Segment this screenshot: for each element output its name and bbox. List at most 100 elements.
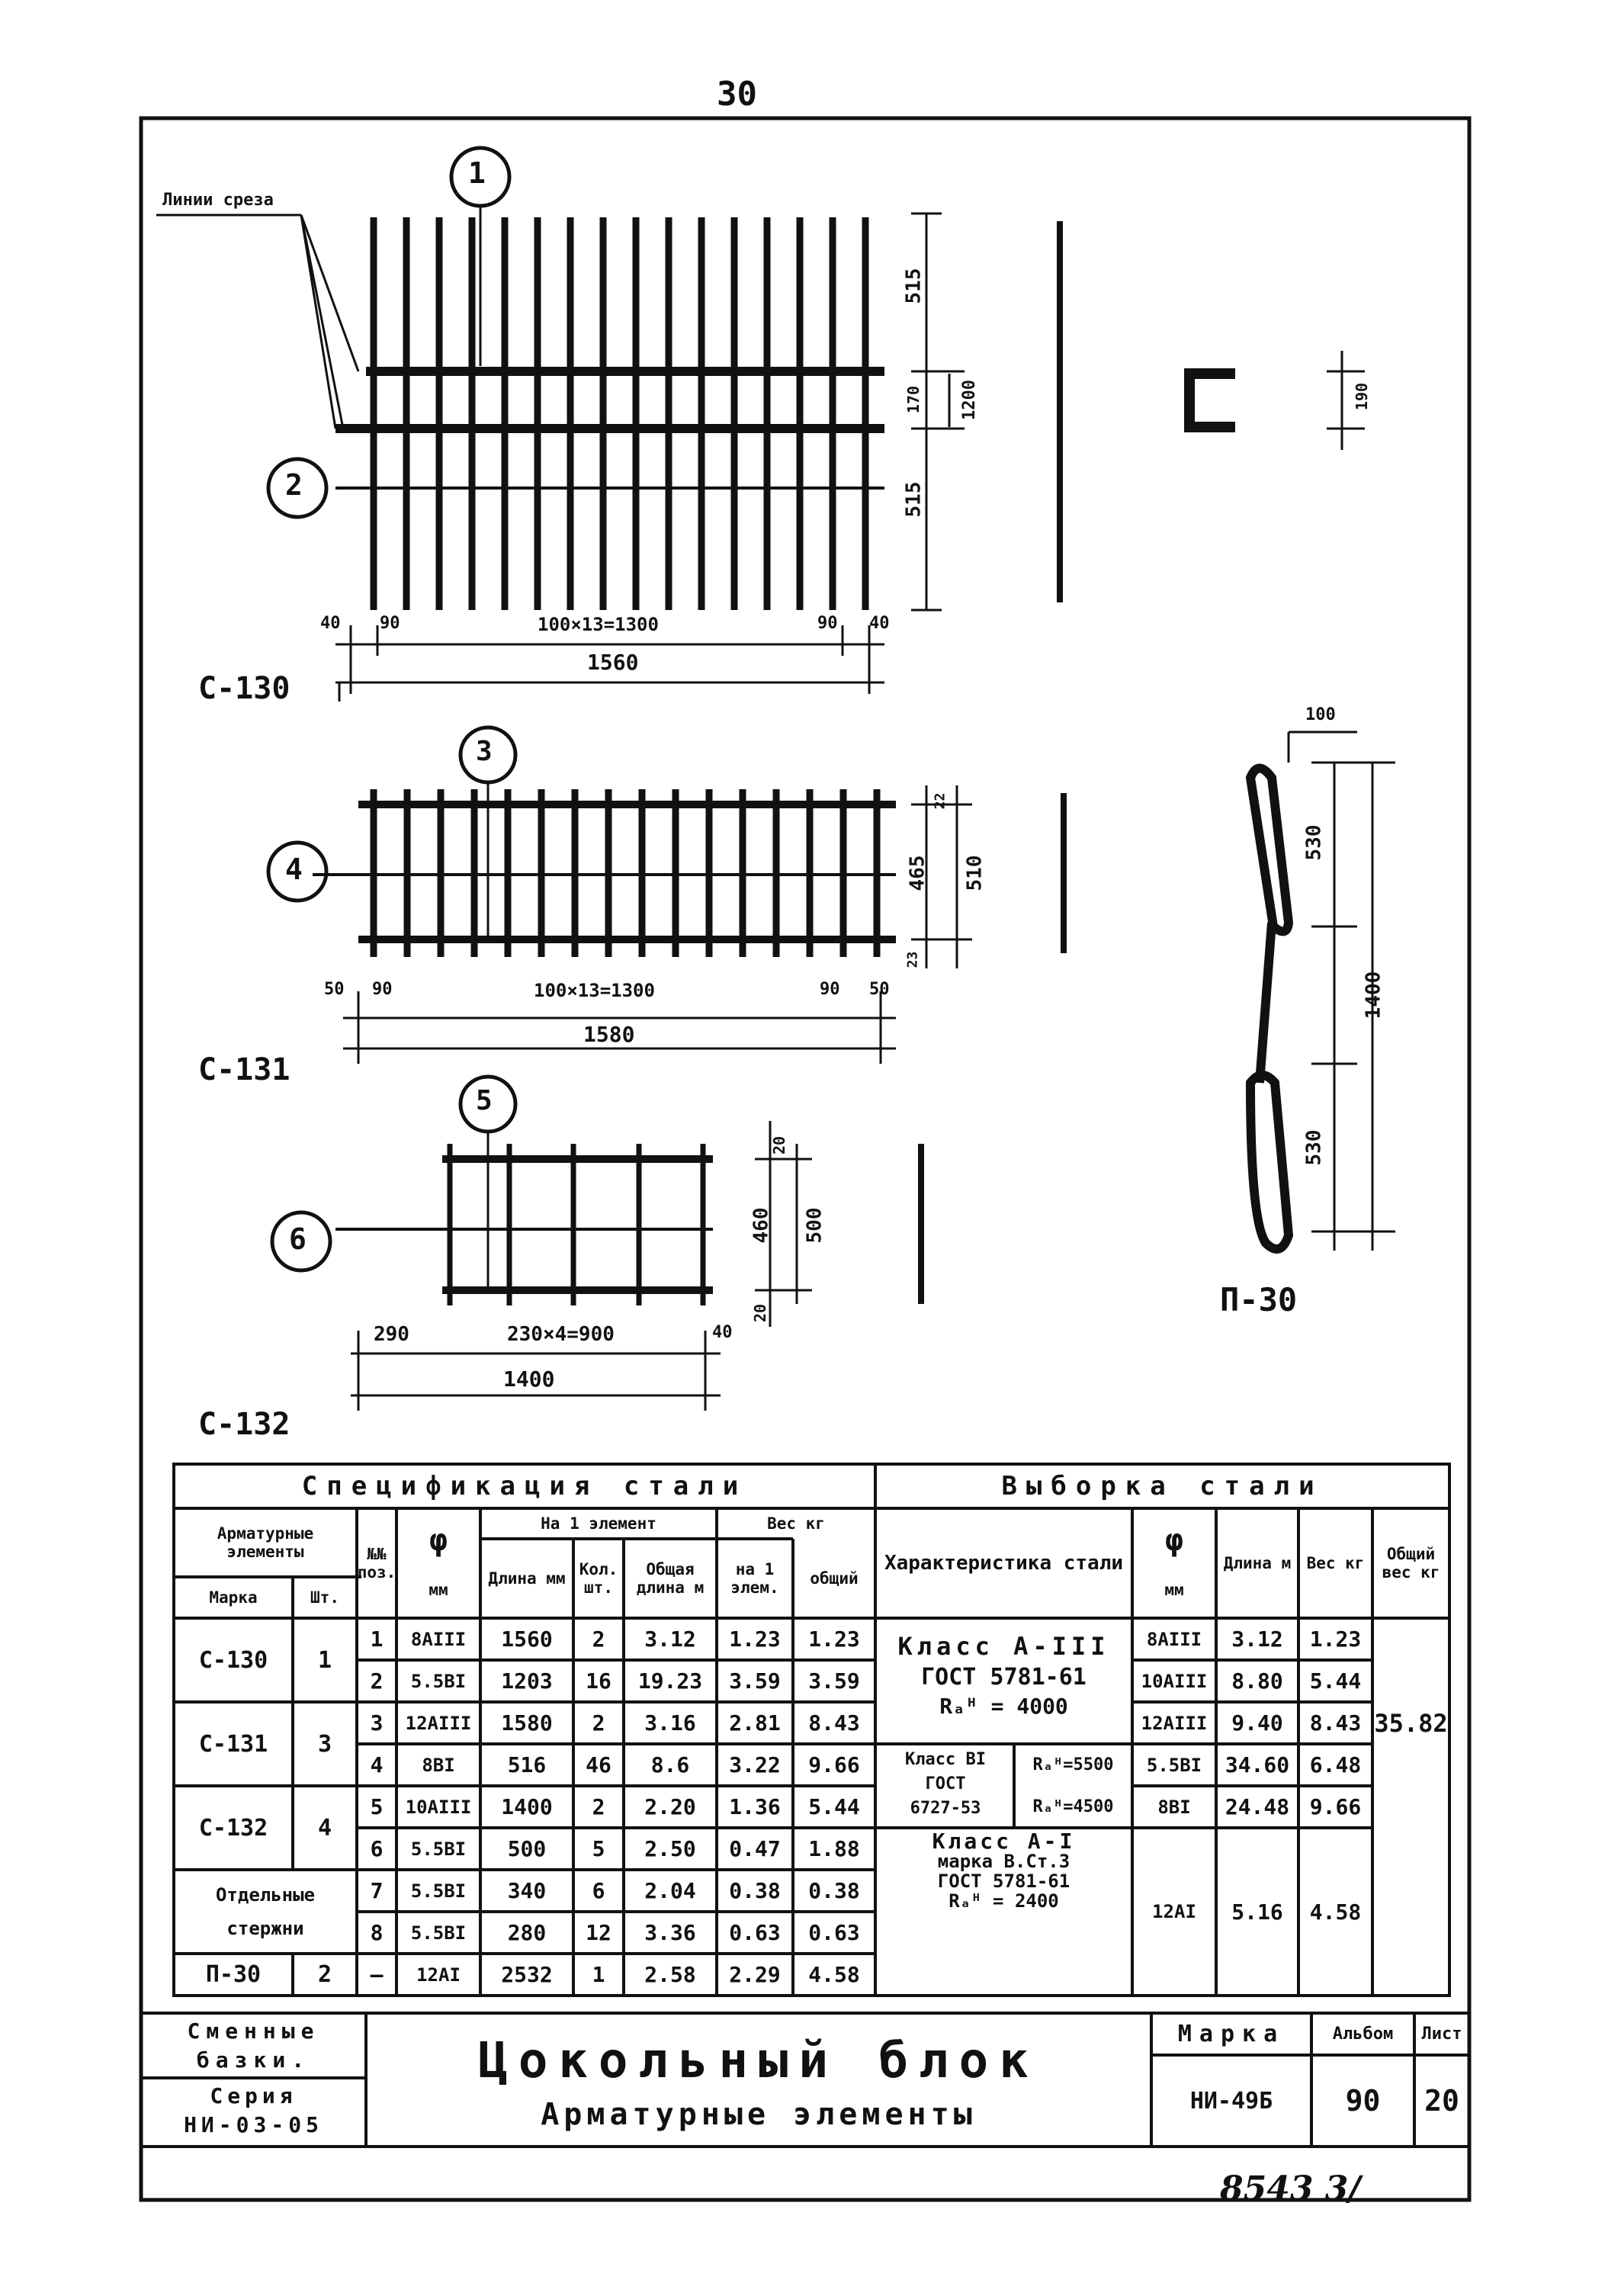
position-2-label: 2 — [285, 468, 303, 502]
position-3-label: 3 — [476, 736, 493, 767]
spec-cell-weight-per: 0.38 — [729, 1878, 781, 1903]
spec-cell-length: 1560 — [501, 1626, 553, 1652]
c131-dim-left: 50 — [324, 980, 345, 999]
cut-lines-callout: Линии среза — [162, 191, 274, 210]
title-block-series-label: Серия — [210, 2083, 297, 2108]
sel-col-diameter-unit: мм — [1164, 1581, 1184, 1599]
title-block-series-code: Серия НИ-03-05 — [141, 2082, 366, 2140]
spec-col-qty: Шт. — [310, 1588, 339, 1607]
spec-mark-p30: П-30 — [205, 1961, 262, 1988]
c130-dim-left: 40 — [320, 614, 341, 633]
c132-overall-dim: 1400 — [503, 1366, 555, 1392]
position-6-label: 6 — [289, 1222, 307, 1256]
sel-cell-length: 24.48 — [1225, 1794, 1290, 1819]
c131-dim-90-left: 90 — [372, 980, 393, 999]
spec-cell-weight-per: 1.23 — [729, 1626, 781, 1652]
c130-overall-dim: 1560 — [587, 650, 639, 675]
spec-cell-total-length: 3.36 — [644, 1920, 696, 1945]
sel-class-a1-gost: ГОСТ 5781-61 — [937, 1871, 1071, 1892]
c131-dim-right: 50 — [869, 980, 890, 999]
spec-table-title: Спецификация стали — [301, 1471, 748, 1501]
stirrup-shape — [1184, 368, 1235, 432]
spec-cell-count: 16 — [586, 1668, 611, 1694]
sel-class-b1-gost-label: ГОСТ — [925, 1774, 966, 1793]
position-6-bubble — [270, 1210, 332, 1273]
spec-cell-weight-total: 1.88 — [808, 1836, 860, 1861]
spec-cell-length: 1400 — [501, 1794, 553, 1819]
spec-cell-count: 2 — [592, 1710, 605, 1736]
c132-dim-pitch: 230×4=900 — [507, 1323, 615, 1346]
c131-dim-pitch: 100×13=1300 — [534, 980, 655, 1001]
mesh-c132-drawing — [270, 1074, 924, 1411]
title-block-mark-label: Марка — [1177, 2021, 1286, 2047]
spec-cell-weight-total: 3.59 — [808, 1668, 860, 1694]
sel-class-a1-name: Класс А-I — [932, 1829, 1076, 1854]
spec-cell-diameter: 5.5ВI — [410, 1922, 467, 1944]
spec-mark-c132: С-132 — [198, 1814, 268, 1842]
sel-cell-length: 9.40 — [1231, 1710, 1283, 1736]
sel-cell-diameter: 8ВI — [1157, 1796, 1191, 1818]
c131-overall-dim: 1580 — [583, 1022, 635, 1047]
spec-col-weight-per: на 1 элем. — [730, 1560, 779, 1597]
c130-label: С-130 — [198, 671, 290, 706]
sel-class-a1-r: Rₐᴴ = 2400 — [949, 1890, 1059, 1912]
title-block-mark: НИ-49Б — [1189, 2087, 1273, 2115]
sel-cell-length: 34.60 — [1225, 1752, 1290, 1777]
spec-cell-pos: 7 — [370, 1878, 384, 1903]
sel-cell-diameter: 10АIII — [1141, 1670, 1208, 1692]
position-5-label: 5 — [476, 1085, 493, 1116]
spec-cell-total-length: 3.16 — [644, 1710, 696, 1736]
sel-cell-length: 5.16 — [1231, 1899, 1283, 1925]
spec-cell-weight-total: 1.23 — [808, 1626, 860, 1652]
c132-label: С-132 — [198, 1407, 290, 1442]
spec-cell-diameter: 5.5ВI — [410, 1880, 467, 1902]
title-block-title: Цокольный блок — [478, 2032, 1039, 2089]
c132-dim-40: 40 — [712, 1323, 733, 1342]
spec-cell-weight-per: 2.81 — [729, 1710, 781, 1736]
spec-cell-total-length: 19.23 — [637, 1668, 703, 1694]
spec-qty-c132: 4 — [317, 1814, 332, 1842]
spec-cell-weight-per: 0.47 — [729, 1836, 781, 1861]
spec-cell-weight-total: 4.58 — [808, 1962, 860, 1987]
sel-class-a3: Класс А-III ГОСТ 5781-61 Rₐᴴ = 4000 — [875, 1632, 1132, 1719]
sel-table-title: Выборка стали — [1001, 1471, 1324, 1501]
spec-cell-diameter: 12АI — [416, 1964, 461, 1986]
spec-col-count: Кол. шт. — [579, 1560, 618, 1597]
loop-p30-drawing — [1245, 731, 1395, 1254]
spec-cell-pos: 6 — [370, 1836, 384, 1861]
page-number: 30 — [717, 75, 757, 114]
title-block-series-number: НИ-03-05 — [184, 2112, 323, 2137]
sel-cell-weight: 8.43 — [1309, 1710, 1362, 1736]
spec-cell-pos: 8 — [370, 1920, 384, 1945]
spec-cell-diameter: 5.5ВI — [410, 1670, 467, 1692]
spec-cell-count: 6 — [592, 1878, 605, 1903]
sel-cell-weight: 6.48 — [1309, 1752, 1362, 1777]
sel-class-a3-gost: ГОСТ 5781-61 — [921, 1664, 1087, 1691]
sel-col-length: Длина м — [1223, 1554, 1292, 1572]
c130-dim-right: 40 — [869, 614, 890, 633]
spec-cell-weight-per: 3.22 — [729, 1752, 781, 1777]
spec-col-weight-total: общий — [810, 1569, 859, 1588]
archive-stamp: 8543 3/ — [1220, 2169, 1361, 2208]
spec-cell-weight-per: 1.36 — [729, 1794, 781, 1819]
position-4-bubble — [266, 840, 329, 903]
spec-col-diameter-symbol: φ — [429, 1523, 448, 1558]
spec-col-elements: Арматурные элементы — [217, 1524, 314, 1561]
spec-cell-pos: 3 — [370, 1710, 384, 1736]
spec-cell-count: 2 — [592, 1626, 605, 1652]
sel-class-a3-name: Класс А-III — [897, 1632, 1110, 1661]
position-2-bubble — [266, 457, 329, 519]
spec-mark-separate-bars: Отдельные стержни — [215, 1884, 316, 1939]
title-block-series-name: Сменные базки. — [141, 2017, 366, 2075]
position-4-label: 4 — [285, 853, 303, 886]
title-block-border — [140, 2012, 1471, 2148]
spec-col-pos: №№ поз. — [357, 1545, 396, 1582]
p30-dim-100: 100 — [1305, 705, 1336, 724]
sel-cell-weight: 1.23 — [1309, 1626, 1362, 1652]
sel-class-b1: Класс ВI ГОСТ 6727-53 — [877, 1748, 1014, 1821]
p30-label: П-30 — [1220, 1281, 1298, 1318]
spec-cell-length: 340 — [507, 1878, 547, 1903]
spec-cell-weight-total: 8.43 — [808, 1710, 860, 1736]
